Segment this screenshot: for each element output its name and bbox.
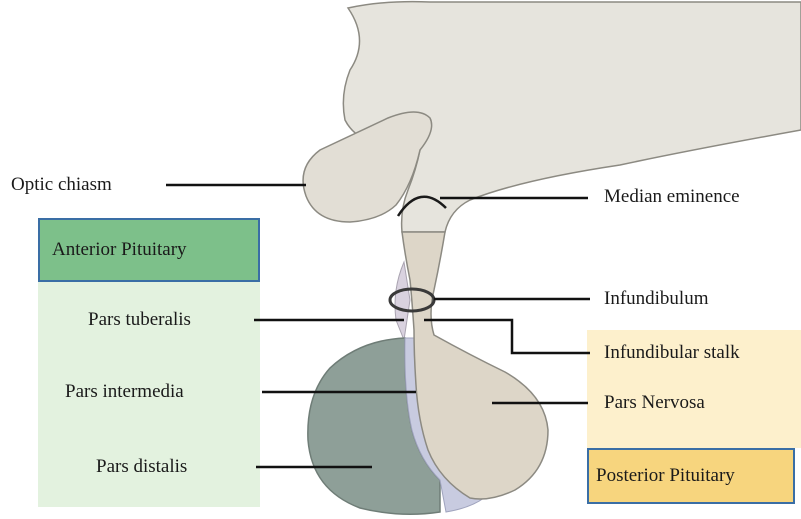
optic-chiasm-label: Optic chiasm [11, 174, 112, 196]
pars-intermedia-label: Pars intermedia [65, 381, 184, 403]
pars-tuberalis-shape [395, 262, 410, 340]
pars-distalis-label: Pars distalis [96, 456, 187, 478]
infundibulum-label: Infundibulum [604, 288, 709, 310]
pars-tuberalis-label: Pars tuberalis [88, 309, 191, 331]
pars-nervosa-label: Pars Nervosa [604, 392, 705, 414]
median-eminence-label: Median eminence [604, 186, 740, 208]
infundibular-stalk-label: Infundibular stalk [604, 342, 740, 364]
